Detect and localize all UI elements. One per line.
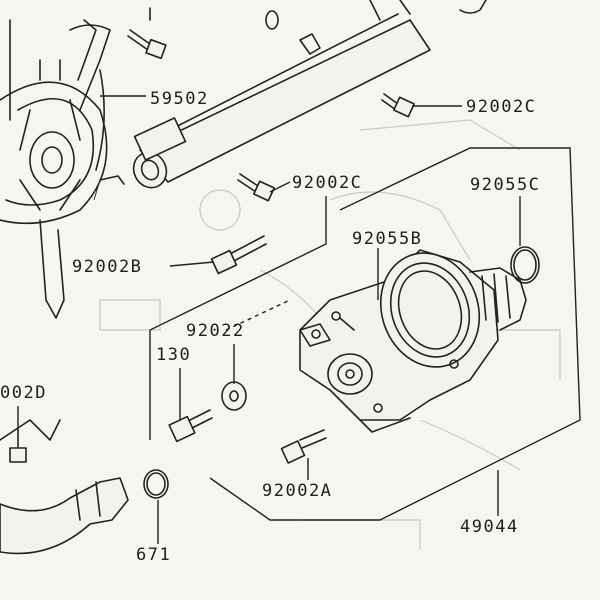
label-92002d: 002D <box>0 383 47 403</box>
o-ring-671 <box>143 469 169 499</box>
label-92002a: 92002A <box>262 481 332 501</box>
label-92002c-middle: 92002C <box>292 173 362 193</box>
fan-assembly <box>0 19 125 319</box>
bolt-92002b <box>210 235 267 275</box>
coolant-hose-lower <box>0 419 129 555</box>
label-92002c-top: 92002C <box>466 97 536 117</box>
bolt-92002c-top <box>381 93 416 118</box>
leader-lines <box>17 95 521 544</box>
washer-92022 <box>221 381 247 411</box>
label-92055b: 92055B <box>352 229 422 249</box>
label-49044: 49044 <box>460 517 519 537</box>
label-130: 130 <box>156 345 191 365</box>
label-92055c: 92055C <box>470 175 540 195</box>
label-671: 671 <box>136 545 171 565</box>
label-92002b: 92002B <box>72 257 142 277</box>
bolt-top-left <box>127 7 167 60</box>
bolt-92002a <box>280 429 327 464</box>
assembly-outline <box>149 147 581 521</box>
bolt-92002c-middle <box>237 173 276 202</box>
label-59502: 59502 <box>150 89 209 109</box>
coolant-pipe <box>132 0 487 189</box>
o-ring-92055c <box>510 246 540 284</box>
label-92022: 92022 <box>186 321 245 341</box>
water-pump-body <box>299 249 527 433</box>
bolt-130 <box>168 409 213 443</box>
